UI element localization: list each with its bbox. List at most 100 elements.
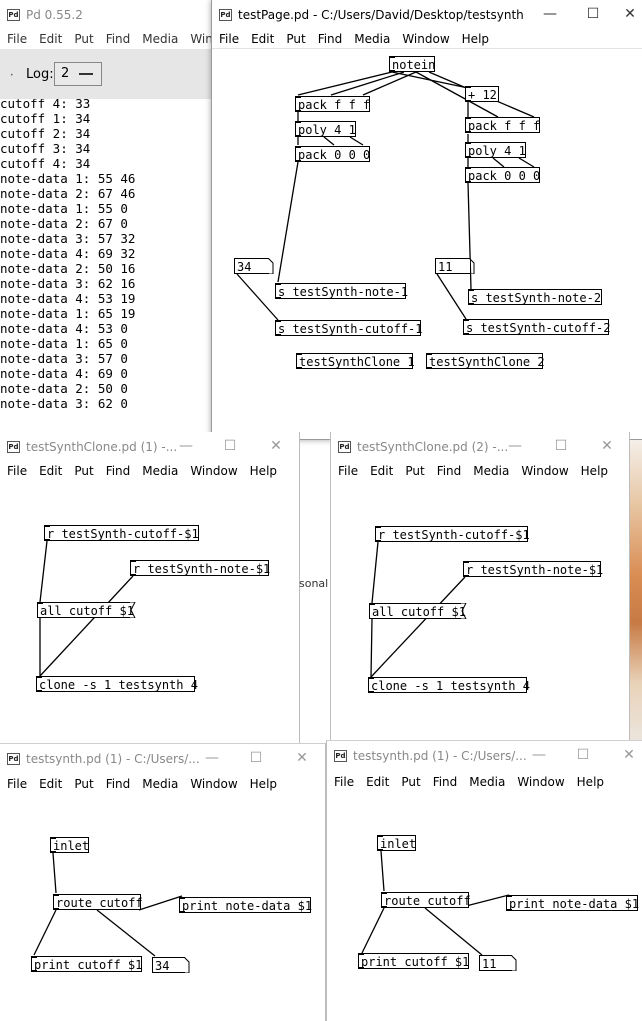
send-note-1-object[interactable]: s testSynth-note-1 — [275, 283, 408, 299]
minimize-button[interactable]: — — [179, 438, 193, 454]
pack-000-object-2[interactable]: pack 0 0 0 — [465, 167, 540, 183]
menu-find[interactable]: Find — [105, 777, 131, 791]
menu-file[interactable]: File — [7, 32, 28, 46]
testsynthclone-2-object[interactable]: testSynthClone 2 — [426, 353, 545, 369]
menu-media[interactable]: Media — [469, 775, 506, 789]
clone1-canvas[interactable]: r testSynth-cutoff-$1 r testSynth-note-$… — [0, 432, 299, 744]
menu-window[interactable]: Window — [402, 32, 450, 46]
menu-file[interactable]: File — [7, 464, 28, 478]
close-button[interactable]: ✕ — [623, 747, 635, 763]
print-note-data-object[interactable]: print note-data $1 — [179, 897, 312, 913]
receive-note-object[interactable]: r testSynth-note-$1 — [463, 561, 603, 577]
menu-edit[interactable]: Edit — [251, 32, 275, 46]
testsynthclone-1-object[interactable]: testSynthClone 1 — [296, 353, 415, 369]
synth2-titlebar[interactable]: Pd testsynth.pd (1) - C:/Users/... — ☐ ✕ — [327, 741, 642, 771]
menu-find[interactable]: Find — [432, 775, 458, 789]
menu-window[interactable]: Window — [521, 464, 569, 478]
print-cutoff-object[interactable]: print cutoff $1 — [31, 956, 142, 972]
receive-cutoff-object[interactable]: r testSynth-cutoff-$1 — [375, 526, 530, 542]
number-box-cutoff[interactable]: 34 — [152, 957, 190, 973]
pack-000-object-1[interactable]: pack 0 0 0 — [295, 146, 370, 162]
synth1-titlebar[interactable]: Pd testsynth.pd (1) - C:/Users/... — ☐ ✕ — [0, 744, 325, 774]
menu-media[interactable]: Media — [142, 32, 179, 46]
menu-file[interactable]: File — [219, 32, 240, 46]
poly-object-1[interactable]: poly 4 1 — [295, 121, 356, 137]
menu-window[interactable]: Window — [190, 464, 238, 478]
menu-media[interactable]: Media — [142, 777, 179, 791]
poly-object-2[interactable]: poly 4 1 — [465, 142, 526, 158]
minimize-button[interactable]: — — [205, 750, 219, 766]
menu-file[interactable]: File — [7, 777, 28, 791]
main-titlebar[interactable]: Pd Pd 0.55.2 — [0, 0, 212, 30]
menu-window[interactable]: Window — [517, 775, 565, 789]
number-box-cutoff[interactable]: 11 — [479, 955, 517, 971]
print-note-data-object[interactable]: print note-data $1 — [506, 895, 639, 911]
menu-media[interactable]: Media — [473, 464, 510, 478]
maximize-button[interactable]: ☐ — [223, 438, 237, 454]
menu-find[interactable]: Find — [317, 32, 343, 46]
menu-window[interactable]: Window — [190, 777, 238, 791]
menu-help[interactable]: Help — [249, 777, 278, 791]
send-note-2-object[interactable]: s testSynth-note-2 — [468, 289, 602, 305]
menu-put[interactable]: Put — [74, 777, 94, 791]
menu-help[interactable]: Help — [580, 464, 609, 478]
receive-cutoff-object[interactable]: r testSynth-cutoff-$1 — [44, 525, 199, 541]
pack-fff-object-1[interactable]: pack f f f — [295, 96, 370, 112]
number-box-cutoff-2[interactable]: 11 — [435, 258, 475, 274]
clone-object[interactable]: clone -s 1 testsynth 4 — [368, 677, 530, 693]
menu-help[interactable]: Help — [249, 464, 278, 478]
clone1-titlebar[interactable]: Pd testSynthClone.pd (1) -... — ☐ ✕ — [0, 432, 299, 462]
minimize-button[interactable]: — — [508, 438, 522, 454]
all-cutoff-message[interactable]: all cutoff $1 — [37, 602, 136, 618]
menu-media[interactable]: Media — [354, 32, 391, 46]
menu-help[interactable]: Help — [576, 775, 605, 789]
menu-help[interactable]: Help — [461, 32, 490, 46]
inlet-object[interactable]: inlet — [50, 837, 89, 853]
synth1-canvas[interactable]: inlet route cutoff print note-data $1 pr… — [0, 744, 325, 1021]
log-level-select[interactable]: 2 — [54, 62, 102, 86]
close-button[interactable]: ✕ — [296, 750, 308, 766]
minimize-button[interactable]: — — [532, 747, 546, 763]
send-cutoff-2-object[interactable]: s testSynth-cutoff-2 — [463, 319, 611, 335]
clone-object[interactable]: clone -s 1 testsynth 4 — [36, 676, 198, 692]
menu-edit[interactable]: Edit — [366, 775, 390, 789]
maximize-button[interactable]: ☐ — [249, 750, 263, 766]
menu-edit[interactable]: Edit — [370, 464, 394, 478]
print-cutoff-object[interactable]: print cutoff $1 — [358, 953, 469, 969]
receive-note-object[interactable]: r testSynth-note-$1 — [130, 560, 270, 576]
clone2-canvas[interactable]: r testSynth-cutoff-$1 r testSynth-note-$… — [331, 432, 629, 744]
all-cutoff-message[interactable]: all cutoff $1 — [369, 603, 467, 619]
menu-media[interactable]: Media — [142, 464, 179, 478]
testpage-titlebar[interactable]: Pd testPage.pd - C:/Users/David/Desktop/… — [212, 0, 642, 30]
menu-file[interactable]: File — [334, 775, 355, 789]
testpage-canvas[interactable]: notein pack f f f + 12 pack f f f poly 4… — [212, 0, 642, 439]
menu-put[interactable]: Put — [286, 32, 306, 46]
notein-object[interactable]: notein — [389, 56, 435, 72]
close-button[interactable]: ✕ — [270, 438, 282, 454]
route-cutoff-object[interactable]: route cutoff — [53, 894, 143, 910]
synth2-canvas[interactable]: inlet route cutoff print note-data $1 pr… — [327, 741, 642, 1021]
close-button[interactable]: ✕ — [601, 438, 613, 454]
menu-find[interactable]: Find — [105, 32, 131, 46]
menu-put[interactable]: Put — [74, 464, 94, 478]
menu-find[interactable]: Find — [436, 464, 462, 478]
clone2-titlebar[interactable]: Pd testSynthClone.pd (2) -... — ☐ ✕ — [331, 432, 629, 462]
menu-put[interactable]: Put — [401, 775, 421, 789]
menu-edit[interactable]: Edit — [39, 777, 63, 791]
inlet-object[interactable]: inlet — [377, 835, 416, 851]
maximize-button[interactable]: ☐ — [576, 747, 590, 763]
menu-put[interactable]: Put — [405, 464, 425, 478]
maximize-button[interactable]: ☐ — [586, 6, 600, 22]
menu-edit[interactable]: Edit — [39, 32, 63, 46]
minimize-button[interactable]: — — [543, 6, 557, 22]
number-box-cutoff-1[interactable]: 34 — [234, 258, 274, 274]
pack-fff-object-2[interactable]: pack f f f — [465, 117, 540, 133]
route-cutoff-object[interactable]: route cutoff — [381, 892, 471, 908]
menu-file[interactable]: File — [338, 464, 359, 478]
maximize-button[interactable]: ☐ — [554, 438, 568, 454]
menu-find[interactable]: Find — [105, 464, 131, 478]
menu-window[interactable]: Wind — [190, 32, 212, 46]
plus-12-object[interactable]: + 12 — [465, 86, 499, 102]
send-cutoff-1-object[interactable]: s testSynth-cutoff-1 — [275, 320, 423, 336]
